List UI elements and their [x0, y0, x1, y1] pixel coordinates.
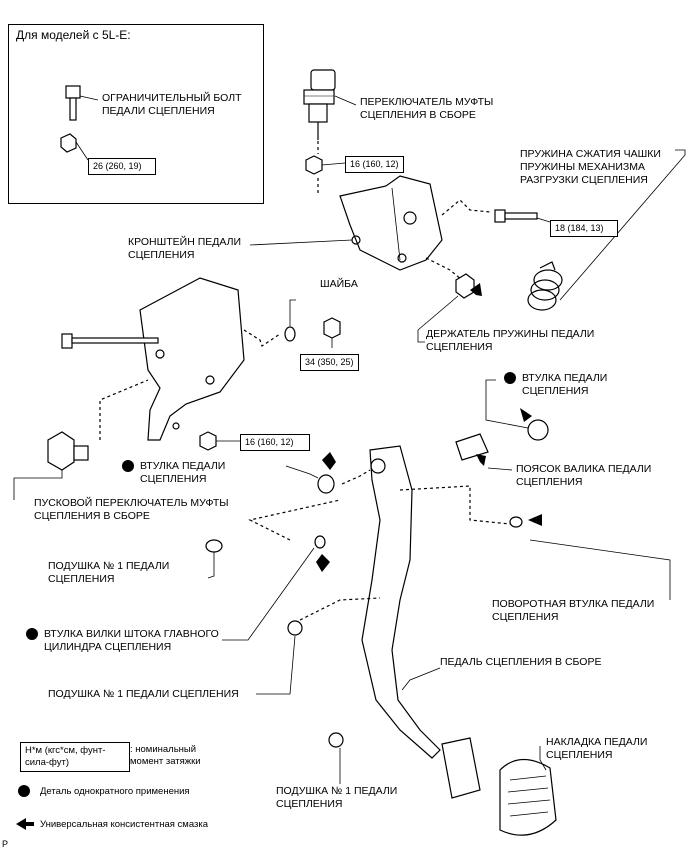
fork-bushing-label: ВТУЛКА ВИЛКИ ШТОКА ГЛАВНОГО ЦИЛИНДРА СЦЕ…: [44, 628, 219, 653]
start-switch-label: ПУСКОВОЙ ПЕРЕКЛЮЧАТЕЛЬ МУФТЫ СЦЕПЛЕНИЯ В…: [34, 497, 229, 522]
pedal-bracket-part: [339, 175, 443, 271]
pedal-pad-part: [499, 758, 557, 836]
washer-nut-part: [323, 317, 341, 339]
cushion-1c-part: [328, 732, 344, 748]
grease-legend-icon: [16, 818, 34, 830]
pedal-bushing-right-part: [527, 419, 549, 441]
cushion-1a-label: ПОДУШКА № 1 ПЕДАЛИ СЦЕПЛЕНИЯ: [48, 560, 170, 585]
turn-bushing-label: ПОВОРОТНАЯ ВТУЛКА ПЕДАЛИ СЦЕПЛЕНИЯ: [492, 598, 655, 623]
figure-code: P: [2, 839, 9, 849]
fork-bushing-part: [314, 535, 326, 549]
washer-label: ШАЙБА: [320, 278, 358, 290]
switch-nut-part: [305, 155, 323, 175]
shaft-collar-part: [455, 433, 489, 461]
non-reusable-icon: [26, 628, 38, 640]
non-reusable-legend: Деталь однократного применения: [40, 786, 190, 797]
clutch-switch-part: [303, 69, 336, 140]
lower-nut-part: [199, 431, 217, 451]
grease-arrow-icon: [528, 514, 542, 526]
pedal-assy-label: ПЕДАЛЬ СЦЕПЛЕНИЯ В СБОРЕ: [440, 656, 602, 668]
cushion-1b-label: ПОДУШКА № 1 ПЕДАЛИ СЦЕПЛЕНИЯ: [48, 688, 239, 700]
grease-arrow-icon: [316, 554, 330, 572]
non-reusable-icon: [504, 372, 516, 384]
spring-label: ПРУЖИНА СЖАТИЯ ЧАШКИ ПРУЖИНЫ МЕХАНИЗМА Р…: [520, 148, 661, 186]
torque-legend-desc: : номинальный момент затяжки: [130, 744, 201, 767]
grease-arrow-icon: [470, 283, 482, 296]
non-reusable-icon: [122, 460, 134, 472]
pedal-pad-label: НАКЛАДКА ПЕДАЛИ СЦЕПЛЕНИЯ: [546, 736, 648, 761]
shaft-collar-label: ПОЯСОК ВАЛИКА ПЕДАЛИ СЦЕПЛЕНИЯ: [516, 463, 652, 488]
stopper-bolt-part: [65, 85, 81, 121]
grease-arrow-icon: [322, 452, 336, 470]
washer-part: [284, 326, 296, 342]
cushion-1b-part: [287, 620, 303, 636]
bracket-label: КРОНШТЕЙН ПЕДАЛИ СЦЕПЛЕНИЯ: [128, 236, 242, 261]
inset-nut-part: [60, 133, 77, 153]
switch-assy-label: ПЕРЕКЛЮЧАТЕЛЬ МУФТЫ СЦЕПЛЕНИЯ В СБОРЕ: [360, 96, 494, 121]
grease-legend: Универсальная консистентная смазка: [40, 819, 209, 830]
grease-arrow-icon: [520, 408, 532, 422]
clutch-pedal-part: [361, 445, 481, 799]
cushion-1a-part: [205, 539, 223, 553]
non-reusable-icon: [18, 785, 30, 797]
long-bolt-part: [61, 333, 159, 349]
inset-title: Для моделей с 5L-E:: [16, 28, 131, 42]
stopper-bolt-label: ОГРАНИЧИТЕЛЬНЫЙ БОЛТ ПЕДАЛИ СЦЕПЛЕНИЯ: [102, 92, 242, 117]
torque-legend-box: Н*м (кгс*см, фунт- сила-фут): [20, 742, 130, 772]
inset-nut-torque: 26 (260, 19): [88, 158, 156, 175]
spring-holder-label: ДЕРЖАТЕЛЬ ПРУЖИНЫ ПЕДАЛИ СЦЕПЛЕНИЯ: [426, 328, 595, 353]
compression-spring-part: [527, 261, 563, 311]
bracket-bolt-torque: 18 (184, 13): [550, 220, 618, 237]
start-switch-part: [47, 431, 89, 471]
bracket-bolt-part: [494, 209, 538, 223]
grease-arrow-icon: [476, 454, 486, 466]
lower-nut-torque: 16 (160, 12): [240, 434, 310, 451]
bushing-right-label: ВТУЛКА ПЕДАЛИ СЦЕПЛЕНИЯ: [522, 372, 608, 397]
pedal-bushing-left-part: [317, 474, 335, 494]
bushing-left-label: ВТУЛКА ПЕДАЛИ СЦЕПЛЕНИЯ: [140, 460, 226, 485]
turn-bushing-part: [509, 516, 523, 528]
cushion-1c-label: ПОДУШКА № 1 ПЕДАЛИ СЦЕПЛЕНИЯ: [276, 785, 398, 810]
switch-nut-torque: 16 (160, 12): [345, 156, 404, 173]
side-bracket-part: [139, 277, 245, 441]
engine-variant-inset: [8, 24, 264, 204]
washer-nut-torque: 34 (350, 25): [300, 354, 359, 371]
